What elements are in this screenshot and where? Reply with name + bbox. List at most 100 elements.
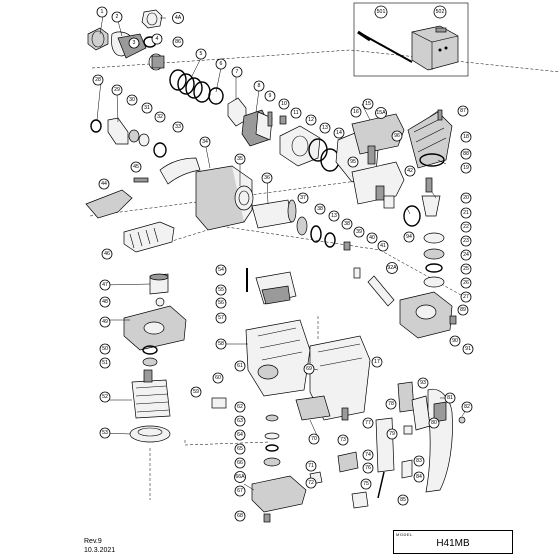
callout-24: 24 bbox=[460, 249, 472, 261]
callout-502: 502 bbox=[433, 5, 447, 19]
callout-52: 52 bbox=[99, 391, 111, 403]
callout-25: 25 bbox=[460, 263, 472, 275]
svg-text:54: 54 bbox=[218, 267, 224, 273]
svg-text:90: 90 bbox=[452, 338, 458, 344]
callout-36: 36 bbox=[261, 172, 273, 184]
svg-text:18: 18 bbox=[463, 134, 469, 140]
svg-text:4: 4 bbox=[156, 36, 159, 42]
svg-text:13: 13 bbox=[322, 125, 328, 131]
callout-64: 64 bbox=[234, 429, 246, 441]
callout-27: 27 bbox=[460, 291, 472, 303]
svg-text:46: 46 bbox=[104, 251, 110, 257]
svg-text:94: 94 bbox=[406, 234, 412, 240]
callout-62: 62 bbox=[234, 401, 246, 413]
svg-text:29: 29 bbox=[114, 87, 120, 93]
svg-text:78: 78 bbox=[388, 401, 394, 407]
callout-91: 91 bbox=[462, 343, 474, 355]
callout-51: 51 bbox=[99, 357, 111, 369]
svg-text:82: 82 bbox=[464, 404, 470, 410]
svg-text:27: 27 bbox=[463, 294, 469, 300]
svg-text:36: 36 bbox=[264, 175, 270, 181]
callout-39: 39 bbox=[353, 226, 365, 238]
svg-text:13: 13 bbox=[331, 213, 337, 219]
svg-text:58: 58 bbox=[218, 341, 224, 347]
callout-48: 48 bbox=[99, 296, 111, 308]
svg-text:53: 53 bbox=[102, 430, 108, 436]
callout-86: 86 bbox=[172, 36, 184, 48]
callout-57: 57 bbox=[215, 312, 227, 324]
svg-text:73: 73 bbox=[340, 437, 346, 443]
callout-20: 20 bbox=[460, 192, 472, 204]
svg-text:38: 38 bbox=[344, 221, 350, 227]
callout-12: 12 bbox=[305, 114, 317, 126]
svg-text:42: 42 bbox=[407, 168, 413, 174]
callout-60: 60 bbox=[212, 372, 224, 384]
svg-text:49: 49 bbox=[102, 319, 108, 325]
svg-text:80: 80 bbox=[431, 420, 437, 426]
callout-37: 37 bbox=[297, 192, 309, 204]
callout-89: 89 bbox=[457, 304, 469, 316]
svg-text:47: 47 bbox=[102, 282, 108, 288]
callout-76: 76 bbox=[362, 462, 374, 474]
svg-text:4A: 4A bbox=[175, 15, 182, 21]
svg-text:34: 34 bbox=[202, 139, 208, 145]
callout-1: 1 bbox=[96, 6, 108, 18]
svg-text:10: 10 bbox=[281, 101, 287, 107]
callout-5: 5 bbox=[195, 48, 207, 60]
callout-31: 31 bbox=[141, 102, 153, 114]
callout-93: 93 bbox=[417, 377, 429, 389]
callout-63: 63 bbox=[234, 415, 246, 427]
svg-text:48: 48 bbox=[102, 299, 108, 305]
callout-4a: 4A bbox=[172, 12, 184, 24]
callouts: 1 2 3 4 4A 5 6 7 8 9 10 11 12 13 14 15 1… bbox=[92, 5, 474, 522]
callout-7: 7 bbox=[231, 66, 243, 78]
callout-14: 14 bbox=[333, 127, 345, 139]
svg-text:64: 64 bbox=[237, 432, 243, 438]
callout-79: 79 bbox=[386, 428, 398, 440]
svg-text:31: 31 bbox=[144, 105, 150, 111]
callout-82: 82 bbox=[461, 401, 473, 413]
callout-96: 96 bbox=[391, 130, 403, 142]
svg-text:57: 57 bbox=[218, 315, 224, 321]
callout-3: 3 bbox=[128, 37, 140, 49]
callout-71: 71 bbox=[305, 460, 317, 472]
callout-80: 80 bbox=[428, 417, 440, 429]
callout-38: 38 bbox=[314, 203, 326, 215]
callout-47: 47 bbox=[99, 279, 111, 291]
callout-49: 49 bbox=[99, 316, 111, 328]
svg-text:45: 45 bbox=[133, 164, 139, 170]
front-chuck-parts bbox=[87, 9, 273, 147]
svg-text:85: 85 bbox=[400, 497, 406, 503]
callout-17: 17 bbox=[371, 356, 383, 368]
callout-9: 9 bbox=[264, 90, 276, 102]
left-side-parts bbox=[85, 117, 201, 253]
svg-text:76: 76 bbox=[365, 465, 371, 471]
callout-19: 19 bbox=[460, 162, 472, 174]
callout-58: 58 bbox=[215, 338, 227, 350]
svg-text:65: 65 bbox=[237, 446, 243, 452]
callout-87: 87 bbox=[457, 105, 469, 117]
callout-59: 59 bbox=[190, 386, 202, 398]
callout-11: 11 bbox=[290, 107, 302, 119]
svg-text:6: 6 bbox=[220, 61, 223, 67]
svg-text:5: 5 bbox=[200, 51, 203, 57]
svg-text:25: 25 bbox=[463, 266, 469, 272]
callout-56: 56 bbox=[215, 297, 227, 309]
callout-18: 18 bbox=[460, 131, 472, 143]
callout-501: 501 bbox=[374, 5, 388, 19]
callout-50: 50 bbox=[99, 343, 111, 355]
svg-text:12: 12 bbox=[308, 117, 314, 123]
callout-94: 94 bbox=[403, 231, 415, 243]
svg-text:22: 22 bbox=[463, 224, 469, 230]
svg-text:86: 86 bbox=[175, 39, 181, 45]
handle-parts bbox=[295, 335, 466, 509]
callout-10: 10 bbox=[278, 98, 290, 110]
svg-text:1: 1 bbox=[101, 9, 104, 15]
callout-16: 16 bbox=[350, 106, 362, 118]
svg-text:66A: 66A bbox=[235, 474, 245, 480]
svg-text:32: 32 bbox=[157, 114, 163, 120]
callout-22: 22 bbox=[460, 221, 472, 233]
callout-85: 85 bbox=[397, 494, 409, 506]
svg-text:60: 60 bbox=[215, 375, 221, 381]
callout-6: 6 bbox=[215, 58, 227, 70]
